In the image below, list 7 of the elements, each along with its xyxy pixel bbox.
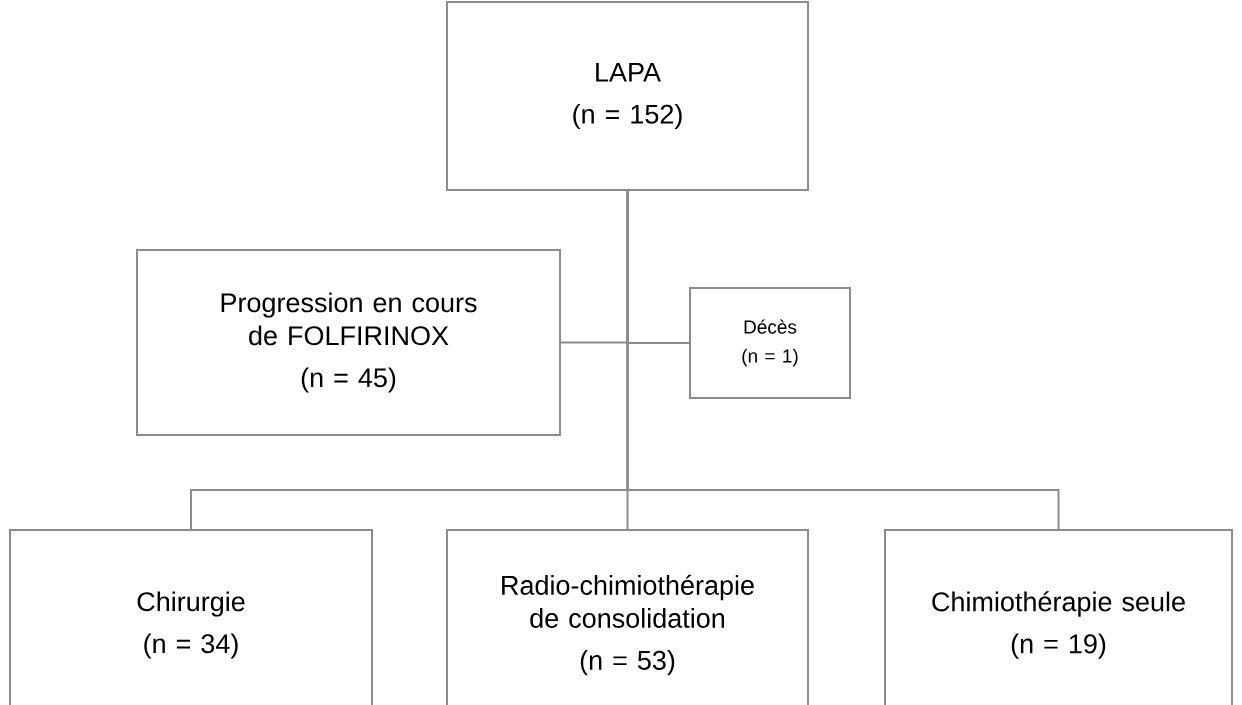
box: Chimiothérapie seule (n = 19) [884, 529, 1233, 705]
connector-line [626, 190, 1060, 530]
box: Décès (n = 1) [689, 287, 851, 399]
box: LAPA (n = 152) [446, 1, 809, 191]
box: Progression en cours de FOLFIRINOX (n = 45) [136, 249, 561, 436]
box: Chirurgie (n = 34) [9, 529, 373, 705]
box: Radio-chimiothérapie de consolidation (n = 53) [446, 529, 809, 705]
